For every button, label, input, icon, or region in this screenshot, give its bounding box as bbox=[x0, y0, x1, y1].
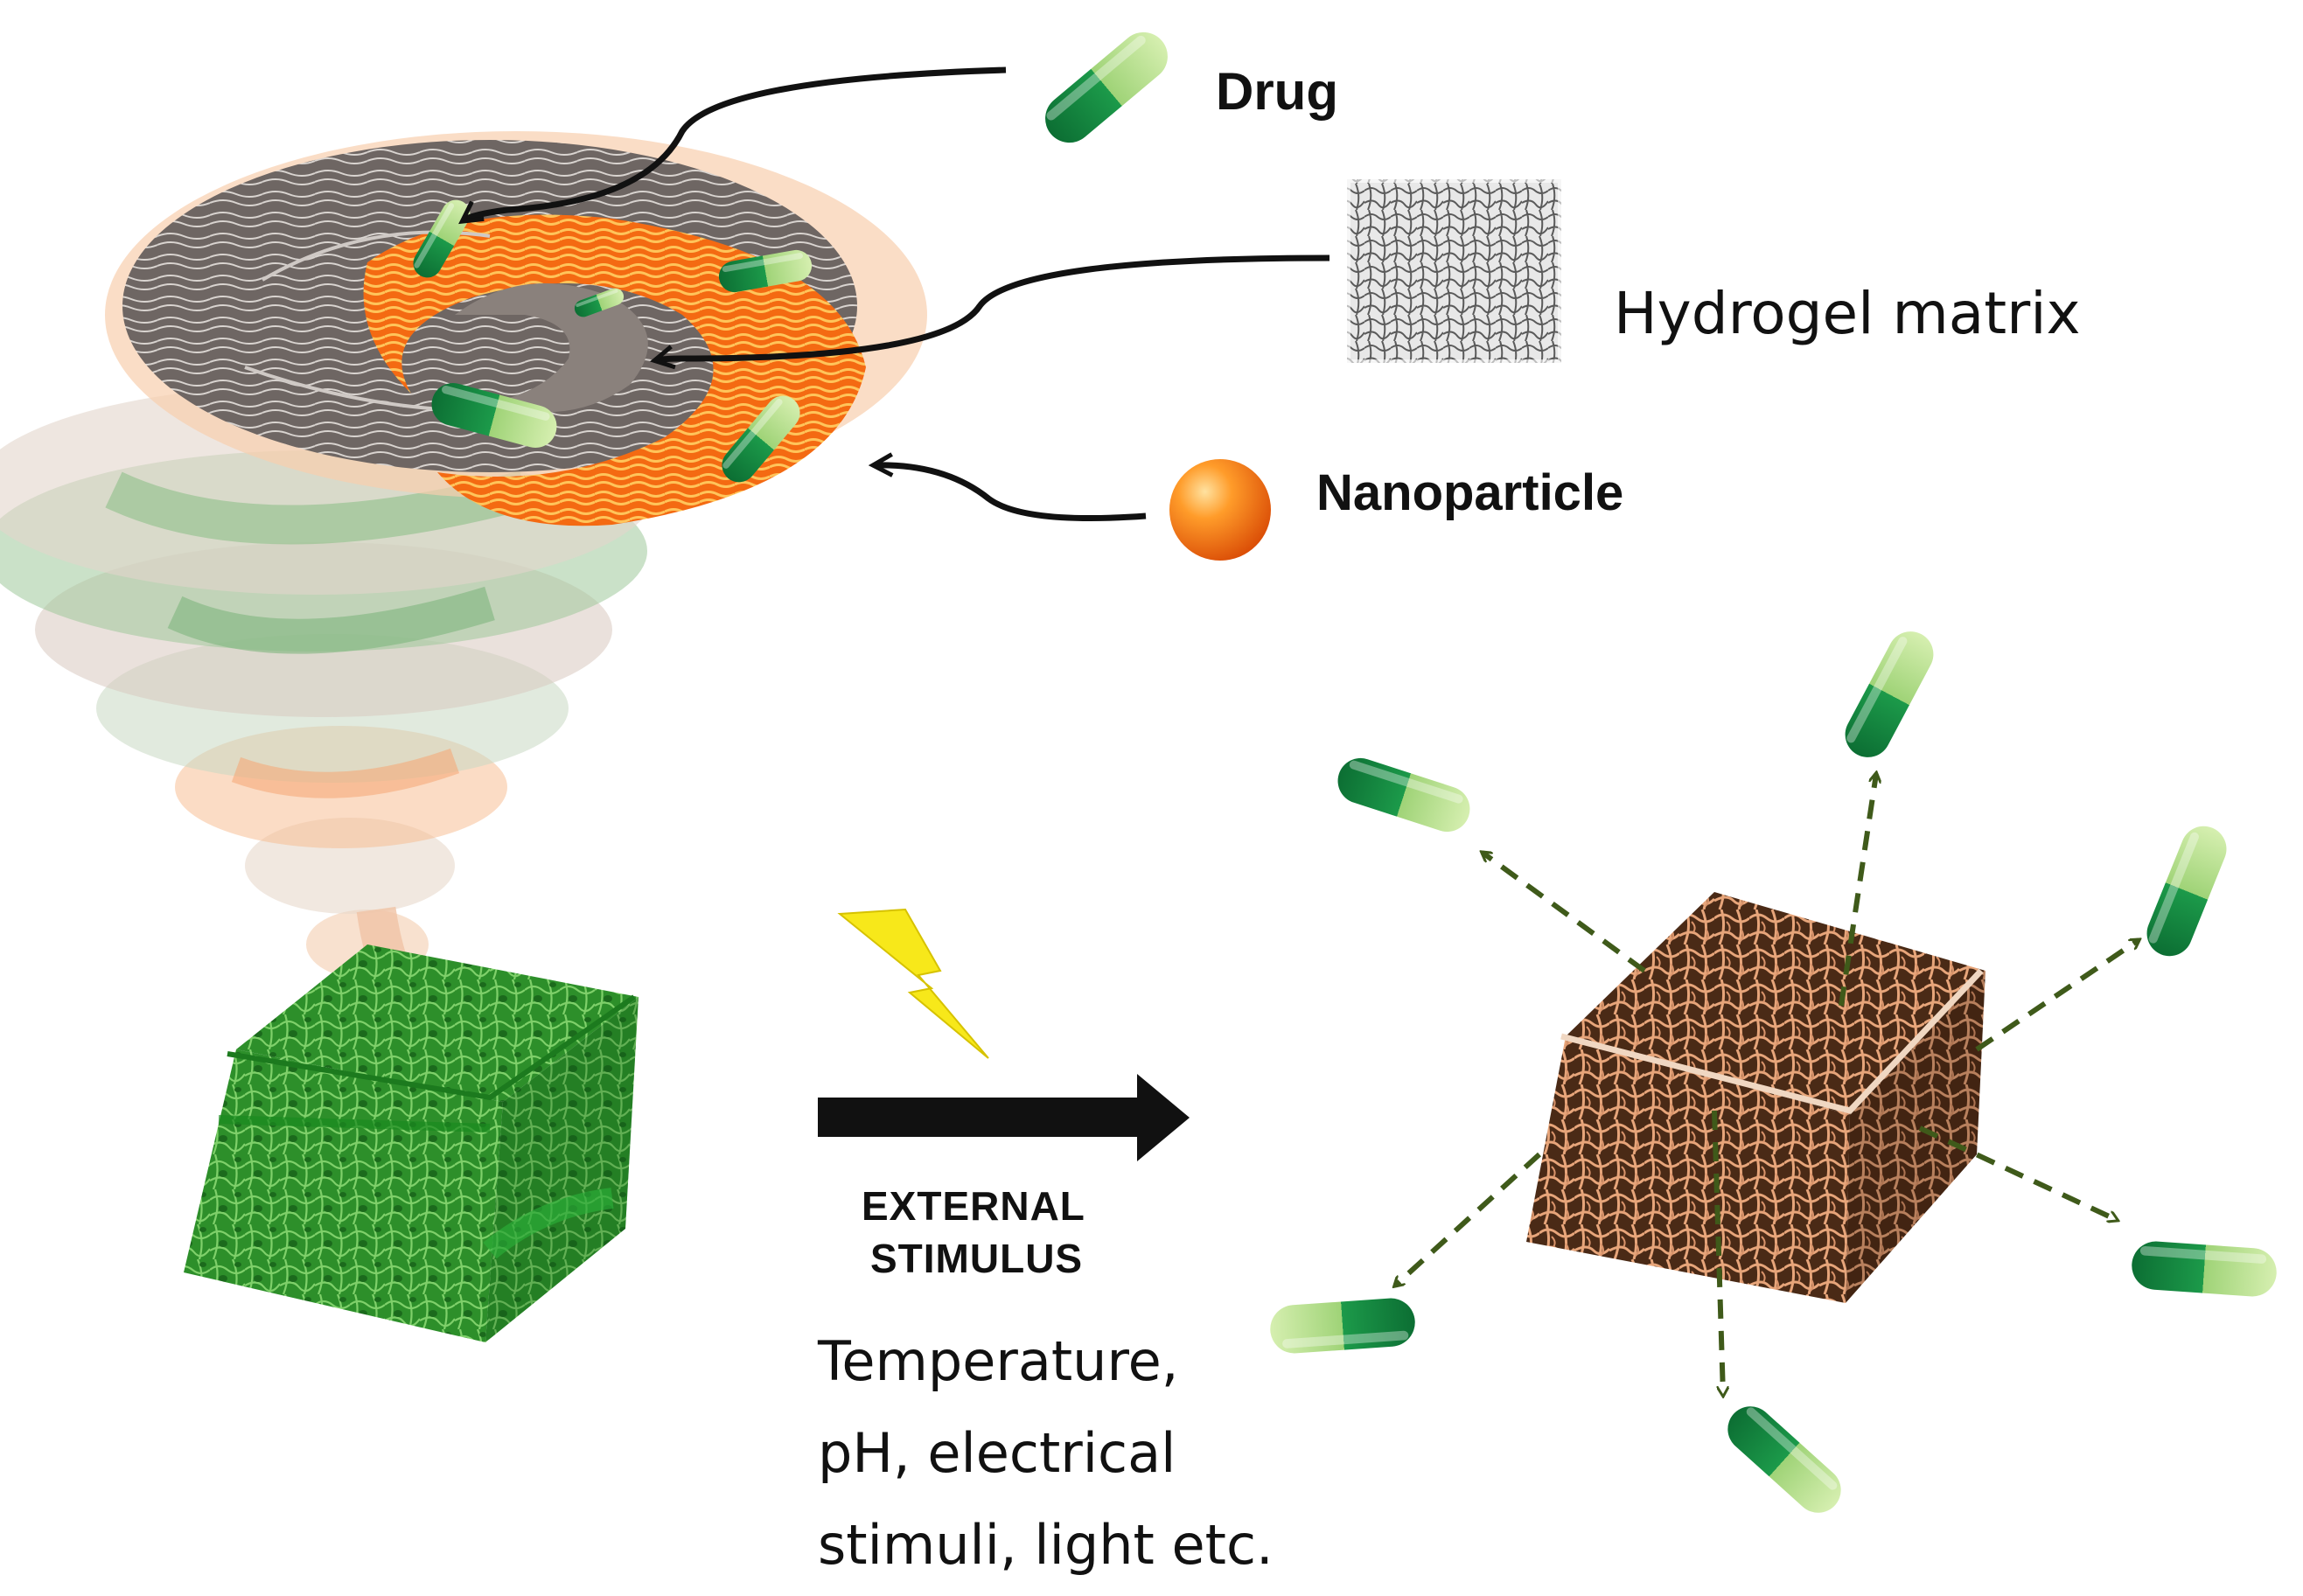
capsule-icon bbox=[1268, 1296, 1417, 1356]
release-arrow bbox=[1918, 1126, 2117, 1220]
cube-icon bbox=[1526, 892, 1985, 1303]
release-arrow bbox=[1839, 774, 1876, 1007]
release-arrow bbox=[1483, 853, 1646, 973]
capsule-icon bbox=[1718, 1397, 1851, 1523]
release-arrow bbox=[1395, 1152, 1542, 1286]
label-nanoparticle: Nanoparticle bbox=[1316, 464, 1624, 521]
release-arrow bbox=[1975, 940, 2139, 1052]
lightning-icon bbox=[837, 908, 989, 1059]
stimulus-example-line: Temperature, bbox=[818, 1329, 1179, 1393]
stimulus-arrow bbox=[818, 1074, 1190, 1161]
tornado-icon bbox=[0, 131, 927, 1025]
stimulus-title-line1: EXTERNAL bbox=[862, 1183, 1085, 1229]
capsule-icon bbox=[2139, 819, 2234, 964]
capsule-icon bbox=[1837, 623, 1942, 766]
release-arrows bbox=[1395, 774, 2139, 1395]
stimulus-title-line2: STIMULUS bbox=[870, 1236, 1084, 1281]
cube-icon bbox=[184, 944, 639, 1342]
connector-drug bbox=[458, 66, 1007, 225]
capsule-icon bbox=[1035, 22, 1178, 153]
label-drug: Drug bbox=[1216, 62, 1338, 121]
stimulus-example-line: stimuli, light etc. bbox=[818, 1513, 1274, 1577]
label-hydrogel-matrix: Hydrogel matrix bbox=[1614, 280, 2081, 347]
capsule-icon bbox=[2130, 1239, 2279, 1299]
stimulus-example-line: pH, electrical bbox=[818, 1421, 1176, 1485]
release-arrow bbox=[1712, 1110, 1723, 1395]
capsule-icon bbox=[1331, 752, 1476, 838]
hydrogel-swatch-icon bbox=[1343, 176, 1565, 366]
connector-nanoparticle bbox=[868, 452, 1147, 521]
nanoparticle-icon bbox=[1169, 459, 1271, 561]
connector-hydrogel bbox=[649, 254, 1330, 370]
